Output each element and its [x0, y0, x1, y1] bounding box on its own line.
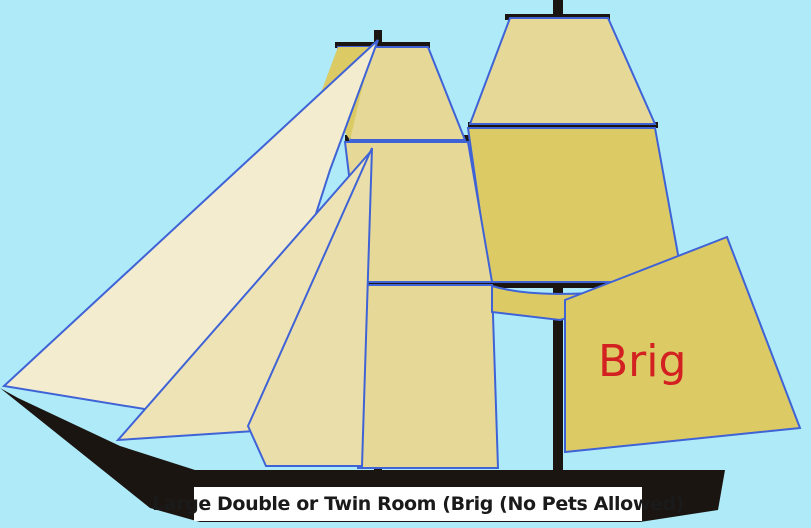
staysail [246, 147, 373, 467]
spanker-sail [564, 235, 802, 454]
main-topgallant-sail [468, 17, 657, 125]
ship-type-label: Brig [598, 336, 687, 387]
fore-course-sail [356, 284, 500, 469]
main-topsail [466, 127, 685, 283]
room-caption: Large Double or Twin Room (Brig (No Pets… [152, 487, 684, 521]
